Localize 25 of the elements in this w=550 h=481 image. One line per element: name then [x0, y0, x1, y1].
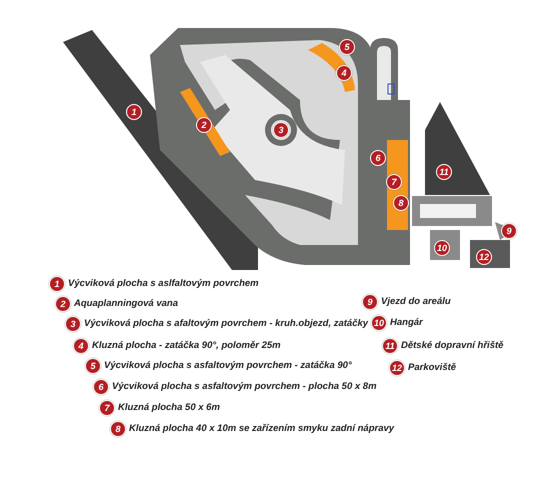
legend-text: Výcviková plocha s asfaltovým povrchem - plocha 50 x 8m — [112, 381, 377, 393]
callout-number: 3 — [65, 316, 81, 332]
legend-text: Kluzná plocha 40 x 10m se zařízením smyku zadní nápravy — [129, 423, 394, 435]
callout-number: 10 — [371, 315, 387, 331]
legend-text: Kluzná plocha - zatáčka 90°, poloměr 25m — [92, 340, 281, 352]
callout-number: 9 — [501, 223, 517, 239]
legend-text: Výcviková plocha s asfaltovým povrchem - zatáčka 90° — [104, 360, 352, 372]
callout-number: 7 — [99, 400, 115, 416]
legend-text: Parkoviště — [408, 362, 456, 374]
legend-text: Kluzná plocha 50 x 6m — [118, 402, 220, 414]
callout-number: 8 — [110, 421, 126, 437]
legend-text: Výcviková plocha s aslfaltovým povrchem — [68, 278, 259, 290]
callout-number: 9 — [362, 294, 378, 310]
legend-text: Výcviková plocha s afaltovým povrchem - kruh.objezd, zatáčky — [84, 318, 368, 330]
callout-number: 6 — [93, 379, 109, 395]
callout-number: 4 — [73, 338, 89, 354]
legend-text: Vjezd do areálu — [381, 296, 451, 308]
callout-number: 1 — [49, 276, 65, 292]
legend-text: Aquaplanningová vana — [74, 298, 178, 310]
legend-text: Dětské dopravní hřiště — [401, 340, 504, 352]
callout-number: 12 — [389, 360, 405, 376]
callout-number: 2 — [55, 296, 71, 312]
callout-number: 11 — [382, 338, 398, 354]
legend-text: Hangár — [390, 317, 423, 329]
callout-number: 5 — [85, 358, 101, 374]
